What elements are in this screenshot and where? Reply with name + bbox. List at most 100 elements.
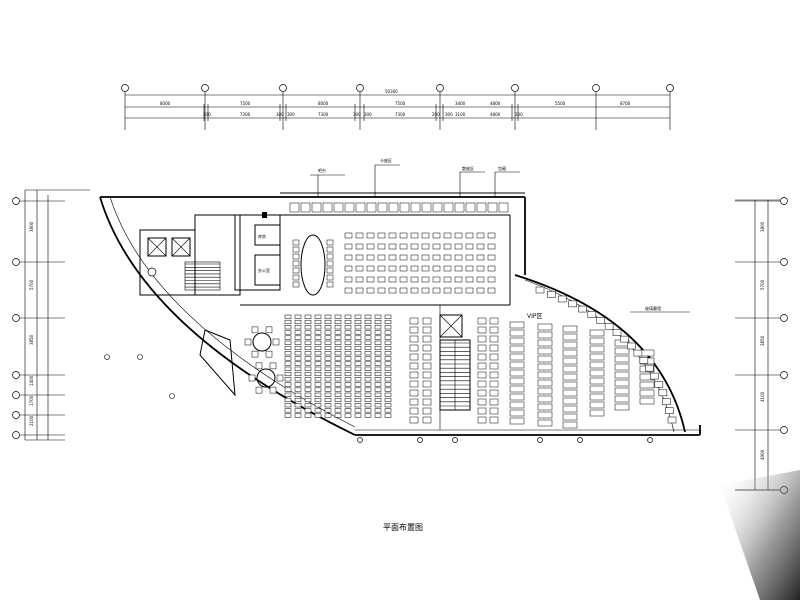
seat xyxy=(314,314,322,319)
seat xyxy=(658,389,668,397)
left-dim-text: 1400 xyxy=(29,375,34,386)
seat xyxy=(596,316,605,324)
top-dim-lower-text: 300 xyxy=(287,112,295,117)
seat xyxy=(384,392,392,397)
seat xyxy=(465,243,474,250)
seat xyxy=(409,380,419,388)
seat xyxy=(294,330,302,335)
seat xyxy=(432,232,441,239)
seat xyxy=(354,325,362,330)
seat xyxy=(614,371,630,379)
seat xyxy=(377,202,388,213)
seat xyxy=(639,397,655,405)
top-dim-lower-text: 3100 xyxy=(455,112,466,117)
seat xyxy=(489,326,499,334)
seat xyxy=(304,382,312,387)
left-dim-text: 3800 xyxy=(29,221,34,232)
seat xyxy=(334,335,342,340)
seat xyxy=(489,344,499,352)
seat xyxy=(324,340,332,345)
elevator-1 xyxy=(147,237,167,257)
seat xyxy=(384,387,392,392)
seat xyxy=(374,345,382,351)
seat xyxy=(377,287,386,294)
seat xyxy=(344,361,352,366)
seat xyxy=(324,361,332,366)
seat xyxy=(454,243,463,250)
seat xyxy=(354,387,362,392)
seat xyxy=(304,387,312,392)
seat xyxy=(667,416,677,424)
seat xyxy=(410,287,419,294)
seat xyxy=(324,408,332,413)
seat xyxy=(344,345,352,351)
page-corner-shadow xyxy=(720,470,800,600)
seat xyxy=(364,345,372,351)
seat xyxy=(314,392,322,397)
seat xyxy=(324,335,332,340)
seat xyxy=(498,202,509,213)
seat xyxy=(344,382,352,387)
right-dim-text: 4900 xyxy=(760,449,765,460)
seat xyxy=(589,385,605,393)
seat xyxy=(421,287,430,294)
seat xyxy=(477,416,487,424)
seat xyxy=(399,202,410,213)
seat xyxy=(334,361,342,366)
seat xyxy=(354,377,362,382)
seat xyxy=(537,371,553,379)
seat xyxy=(334,345,342,351)
seat xyxy=(284,340,292,345)
seat xyxy=(388,243,397,250)
seat xyxy=(399,287,408,294)
seat xyxy=(344,335,352,340)
seat xyxy=(324,345,332,351)
bar-oval-table xyxy=(292,234,334,296)
seat xyxy=(443,287,452,294)
seat xyxy=(334,356,342,361)
seat xyxy=(537,331,553,339)
seat xyxy=(314,377,322,382)
seat xyxy=(344,265,353,272)
seat xyxy=(355,276,364,283)
callout-1-text: 吧台 xyxy=(318,167,326,173)
seat xyxy=(562,389,578,397)
callouts: 吧台 卡座区 散座区 包厢 玻璃幕墙 xyxy=(310,157,690,313)
seat xyxy=(324,371,332,377)
top-dim-upper-text: 4800 xyxy=(490,101,501,106)
seat xyxy=(562,421,578,429)
seat xyxy=(562,333,578,341)
seat xyxy=(422,416,432,424)
seat xyxy=(334,314,342,319)
seat xyxy=(489,389,499,397)
axis-bubble xyxy=(780,258,788,266)
seat xyxy=(324,413,332,418)
seat xyxy=(589,361,605,369)
seat xyxy=(476,265,485,272)
seat xyxy=(355,232,364,239)
seat xyxy=(284,377,292,382)
seat xyxy=(294,392,302,397)
axis-bubble xyxy=(780,371,788,379)
seat xyxy=(537,419,553,427)
seat xyxy=(665,407,674,414)
seat xyxy=(562,381,578,389)
seat xyxy=(568,300,577,308)
seat xyxy=(284,345,292,351)
drawing-caption: 平面布置图 xyxy=(383,522,423,532)
seat xyxy=(620,335,629,343)
seat xyxy=(304,340,312,345)
seat xyxy=(476,232,485,239)
seat xyxy=(384,361,392,366)
seat xyxy=(374,392,382,397)
seat xyxy=(422,380,432,388)
axis-bubble xyxy=(780,197,788,205)
seat xyxy=(344,371,352,377)
seat xyxy=(284,319,292,325)
seat xyxy=(334,408,342,413)
seat xyxy=(487,287,496,294)
seat xyxy=(300,202,311,213)
left-dim-text: 1700 xyxy=(29,395,34,406)
seat xyxy=(364,377,372,382)
seat xyxy=(409,326,419,334)
